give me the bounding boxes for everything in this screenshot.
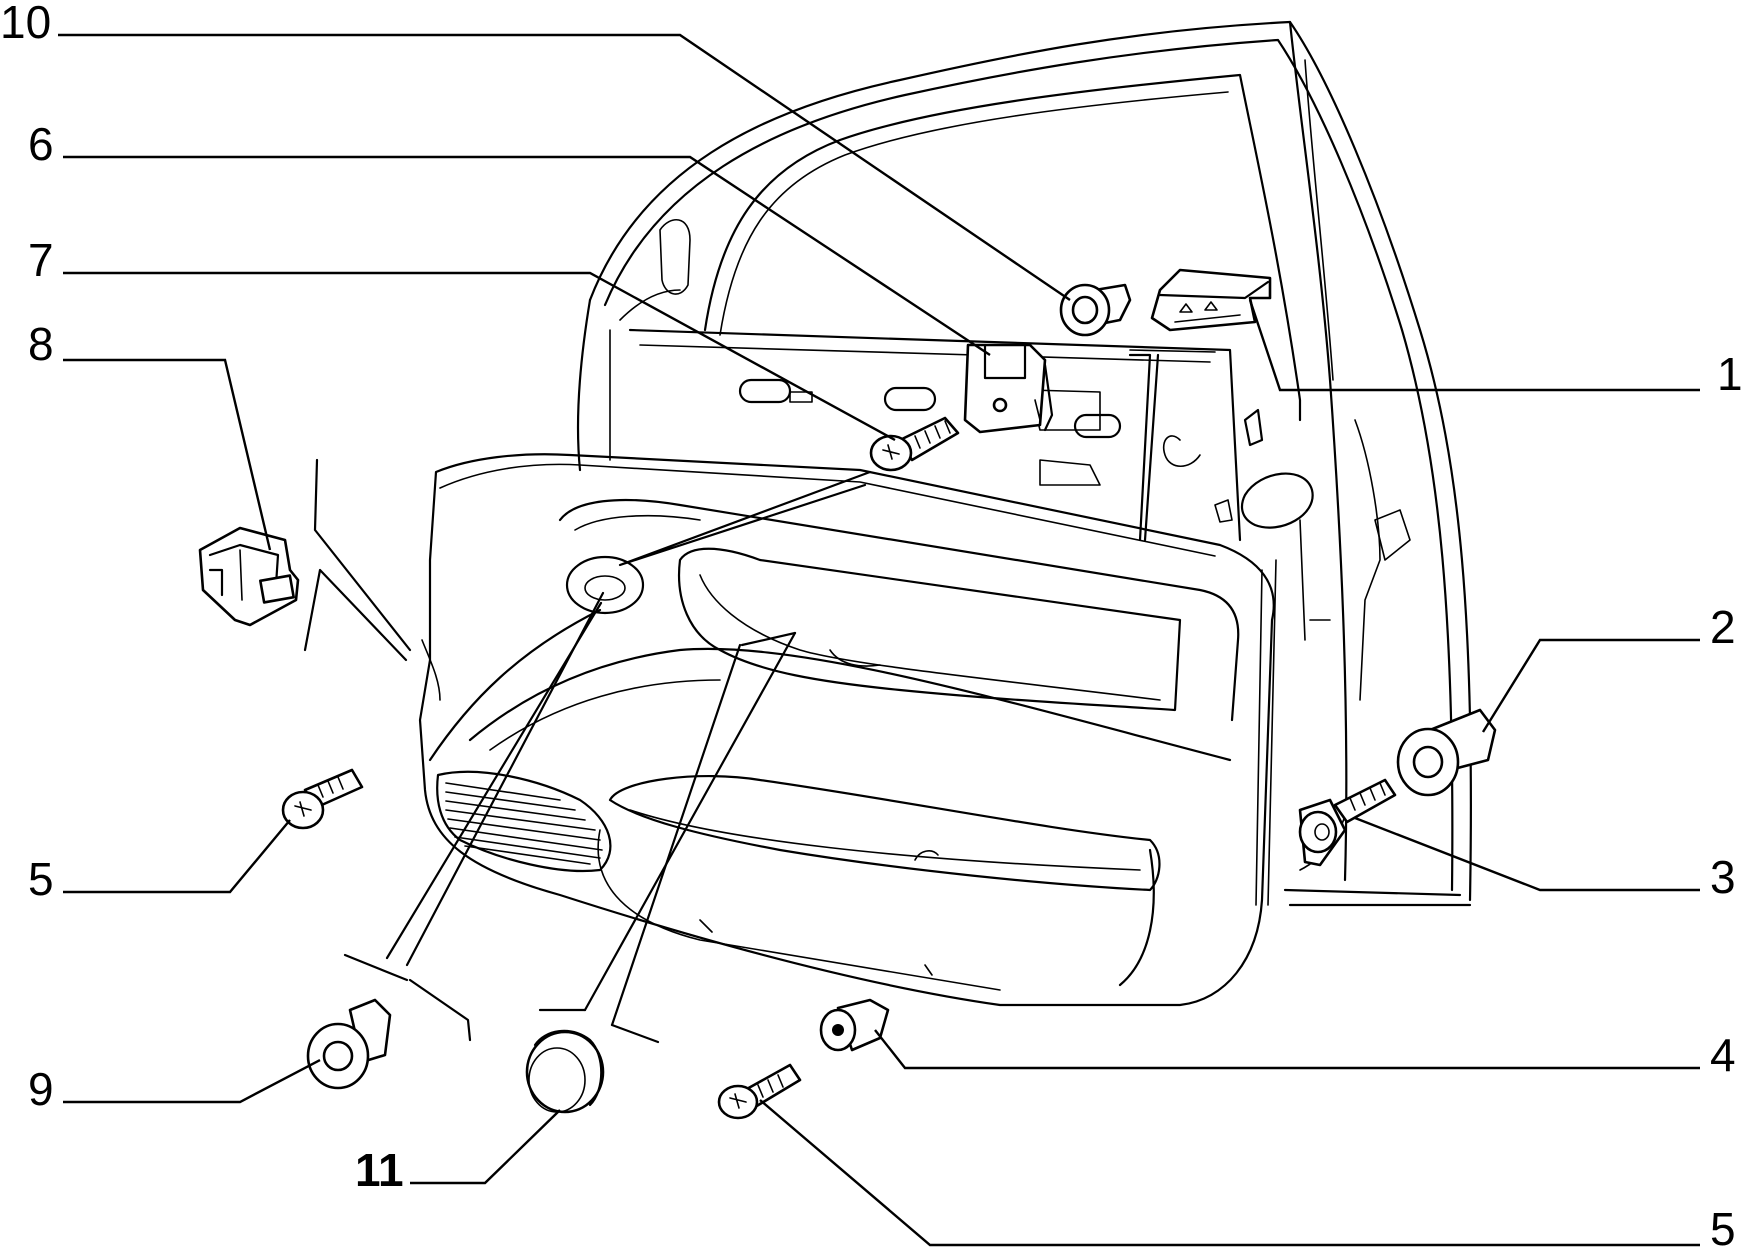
part-4-plug — [819, 998, 890, 1052]
part-6-spring-clip — [963, 343, 1054, 434]
part-7-screw — [869, 416, 960, 472]
part-5-screw-bottom — [717, 1063, 802, 1120]
callout-3: 3 — [1710, 851, 1736, 903]
speaker-grille-slots — [445, 782, 603, 865]
callout-6: 6 — [28, 118, 54, 170]
callout-1: 1 — [1717, 348, 1743, 400]
callout-2: 2 — [1710, 601, 1736, 653]
callout-5-left: 5 — [28, 853, 54, 905]
leader-1 — [1248, 299, 1700, 392]
leader-9 — [63, 1058, 321, 1104]
callout-8: 8 — [28, 318, 54, 370]
leader-lines — [58, 33, 1700, 1247]
part-8-clip — [198, 526, 300, 627]
leader-8 — [63, 358, 272, 551]
leader-6 — [63, 155, 991, 357]
door-frame — [576, 20, 1473, 907]
leader-11 — [410, 1109, 561, 1185]
callout-5-bottom: 5 — [1710, 1203, 1736, 1247]
door-trim-panel — [418, 453, 1277, 1007]
leader-10 — [58, 33, 1071, 301]
leader-4 — [874, 1029, 1700, 1070]
part-10-nut — [1059, 283, 1132, 337]
callout-9: 9 — [28, 1063, 54, 1115]
part-11-cap — [525, 1029, 605, 1114]
part-5-screw-left — [281, 768, 364, 830]
part-9-rivet — [306, 998, 392, 1090]
callout-10: 10 — [0, 0, 51, 48]
callout-11: 11 — [355, 1144, 404, 1196]
assembly-guide-lines — [303, 353, 1152, 1044]
leader-2 — [1481, 638, 1700, 733]
part-2-rivet — [1396, 708, 1497, 797]
leader-5b — [759, 1099, 1700, 1247]
leader-7 — [63, 271, 896, 442]
callout-4: 4 — [1710, 1029, 1736, 1081]
leader-3 — [1354, 816, 1700, 892]
leader-5a — [63, 819, 291, 894]
part-3-screw — [1298, 778, 1397, 867]
callout-7: 7 — [28, 234, 54, 286]
part-1-clip — [1150, 268, 1272, 332]
